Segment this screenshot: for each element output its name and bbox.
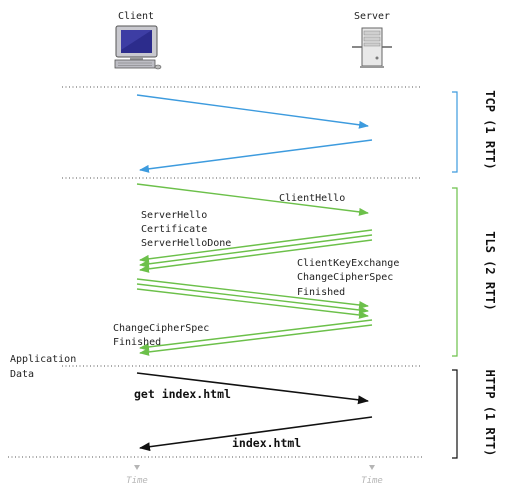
response-arrow (139, 416, 373, 452)
phase-separators (8, 86, 422, 458)
server-label: Server (354, 11, 390, 22)
data-label: Data (10, 369, 34, 380)
tcp-phase-label: TCP (1 RTT) (483, 90, 497, 169)
client-label: Client (118, 11, 154, 22)
certificate-label: Certificate (141, 224, 207, 235)
server-tower-icon (352, 27, 392, 68)
client-hello-label: ClientHello (279, 193, 345, 204)
client-key-exchange-label: ClientKeyExchange (297, 258, 399, 269)
server-time-arrow-icon (369, 465, 375, 470)
client-key-arrow-3 (136, 288, 369, 319)
tcp-bracket (452, 91, 458, 173)
client-key-arrow-2 (136, 283, 369, 314)
client-change-cipher-spec-label: ChangeCipherSpec (297, 272, 393, 283)
tcp-synack-arrow (139, 139, 373, 173)
http-arrows (136, 372, 373, 452)
server-hello-done-label: ServerHelloDone (141, 238, 231, 249)
server-hello-arrow-3 (139, 239, 373, 273)
phase-brackets (452, 91, 458, 459)
server-change-cipher-spec-label: ChangeCipherSpec (113, 323, 209, 334)
server-hello-label: ServerHello (141, 210, 207, 221)
client-finished-label: Finished (297, 287, 345, 298)
desktop-computer-icon (114, 25, 162, 70)
get-request-label: get index.html (134, 387, 231, 401)
client-hello-arrow (136, 183, 369, 216)
tcp-arrows (136, 94, 373, 173)
get-request-arrow (136, 372, 369, 405)
server-time-label: Time (361, 476, 383, 486)
http-bracket (452, 369, 458, 459)
client-key-arrow-1 (136, 278, 369, 309)
tls-bracket (452, 187, 458, 357)
response-label: index.html (232, 436, 301, 450)
tcp-syn-arrow (136, 94, 369, 129)
tls-arrows (136, 183, 373, 356)
server-finished-label: Finished (113, 337, 161, 348)
server-hello-arrow-2 (139, 234, 373, 268)
application-label: Application (10, 354, 76, 365)
server-finish-arrow-2 (139, 324, 373, 356)
server-finish-arrow-1 (139, 319, 373, 351)
http-phase-label: HTTP (1 RTT) (483, 370, 497, 457)
client-time-label: Time (126, 476, 148, 486)
client-time-arrow-icon (134, 465, 140, 470)
tls-phase-label: TLS (2 RTT) (483, 231, 497, 310)
time-markers (134, 465, 375, 470)
server-hello-arrow-1 (139, 229, 373, 263)
